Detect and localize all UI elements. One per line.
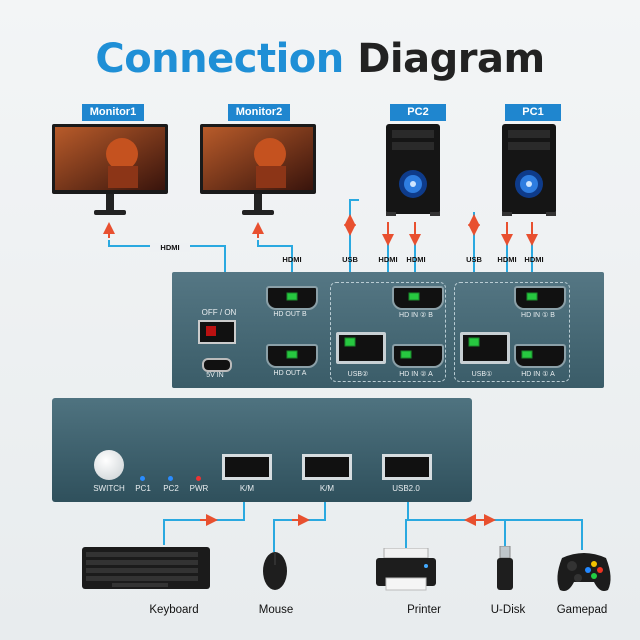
- usb2-label: USB②: [347, 371, 369, 378]
- gamepad: [554, 548, 614, 594]
- pc1-tag: PC1: [505, 104, 561, 121]
- u-disk-label: U-Disk: [490, 604, 526, 616]
- usb1-label: USB①: [471, 371, 493, 378]
- hd-in-1a-label: HD IN ① A: [521, 371, 555, 378]
- cable-monitor2: [257, 240, 293, 296]
- usb20-label: USB2.0: [392, 484, 420, 493]
- hd-in-1b-label: HD IN ① B: [521, 312, 555, 319]
- title-part2: Diagram: [357, 36, 545, 82]
- pc1-led-label: PC1: [135, 484, 151, 493]
- keyboard: [82, 543, 210, 591]
- cable-label-pc1-hdmi1: HDMI: [497, 255, 517, 264]
- switch-rocker: [206, 326, 216, 336]
- pc1-port-group: [454, 282, 570, 382]
- keyboard-icon: [82, 547, 210, 589]
- power-label: 5V IN: [206, 372, 224, 379]
- monitor2: [200, 124, 316, 219]
- pc-tower-icon: [386, 124, 440, 216]
- usb-drive-icon: [497, 545, 513, 590]
- kvm-back-panel: OFF / ON 5V IN HD OUT B HD OUT A USB② HD…: [172, 272, 604, 388]
- pwr-led-label: PWR: [189, 484, 209, 493]
- mouse-icon: [263, 552, 287, 590]
- monitor1: [52, 124, 168, 219]
- km-usb-port-2[interactable]: [302, 454, 352, 480]
- cable-label-pc2-usb: USB: [342, 255, 358, 264]
- power-switch[interactable]: [198, 320, 236, 344]
- type-c-port[interactable]: [202, 358, 232, 372]
- pc2-led: [168, 476, 173, 481]
- pc2-tower: [384, 124, 444, 216]
- usb2-port[interactable]: [336, 332, 386, 364]
- title-part1: Connection: [95, 36, 344, 82]
- km-usb-port-1[interactable]: [222, 454, 272, 480]
- pc1-led: [140, 476, 145, 481]
- cable-label-hdmi-monitor: HDMI: [150, 243, 190, 252]
- hd-out-a-label: HD OUT A: [273, 370, 307, 377]
- hd-in-1b-port[interactable]: [514, 286, 566, 310]
- cable-label-pc2-hdmi2: HDMI: [406, 255, 426, 264]
- hd-out-b-label: HD OUT B: [273, 311, 307, 318]
- monitor1-tag: Monitor1: [82, 104, 144, 121]
- pc-tower-icon: [502, 124, 556, 216]
- mouse: [262, 551, 288, 591]
- switch-button-label: SWITCH: [93, 484, 125, 493]
- monitor2-tag: Monitor2: [228, 104, 290, 121]
- hd-in-2a-label: HD IN ② A: [399, 371, 433, 378]
- cable-label-pc1-hdmi2: HDMI: [524, 255, 544, 264]
- cable-label-pc1-usb: USB: [466, 255, 482, 264]
- mouse-label: Mouse: [258, 604, 294, 616]
- usb1-port[interactable]: [460, 332, 510, 364]
- switch-button[interactable]: [94, 450, 124, 480]
- u-disk: [496, 545, 514, 592]
- cable-mouse: [273, 502, 326, 552]
- gamepad-icon: [557, 553, 611, 591]
- pwr-led: [196, 476, 201, 481]
- monitor1-icon: [52, 124, 168, 215]
- km2-label: K/M: [319, 484, 335, 493]
- km1-label: K/M: [239, 484, 255, 493]
- hd-in-2b-port[interactable]: [392, 286, 444, 310]
- pc2-tag: PC2: [390, 104, 446, 121]
- hd-in-1a-port[interactable]: [514, 344, 566, 368]
- pc2-led-label: PC2: [163, 484, 179, 493]
- hd-out-a-port[interactable]: [266, 344, 318, 368]
- hd-in-2b-label: HD IN ② B: [399, 312, 433, 319]
- hd-in-2a-port[interactable]: [392, 344, 444, 368]
- gamepad-label: Gamepad: [556, 604, 608, 616]
- kvm-front-panel: SWITCH PC1 PC2 PWR K/M K/M USB2.0: [52, 398, 472, 502]
- cable-label-hdmi-monitor2: HDMI: [282, 255, 302, 264]
- printer-icon: [376, 547, 436, 591]
- diagram-title: Connection Diagram: [0, 36, 640, 82]
- pc2-port-group: [330, 282, 446, 382]
- cable-keyboard: [163, 502, 245, 545]
- keyboard-label: Keyboard: [149, 604, 199, 616]
- usb20-port[interactable]: [382, 454, 432, 480]
- printer: [376, 547, 436, 594]
- hd-out-b-port[interactable]: [266, 286, 318, 310]
- monitor2-icon: [200, 124, 316, 215]
- printer-label: Printer: [407, 604, 441, 616]
- switch-label: OFF / ON: [201, 308, 237, 317]
- pc1-tower: [500, 124, 560, 216]
- cable-label-pc2-hdmi1: HDMI: [378, 255, 398, 264]
- cable-usb-hub: [405, 502, 583, 550]
